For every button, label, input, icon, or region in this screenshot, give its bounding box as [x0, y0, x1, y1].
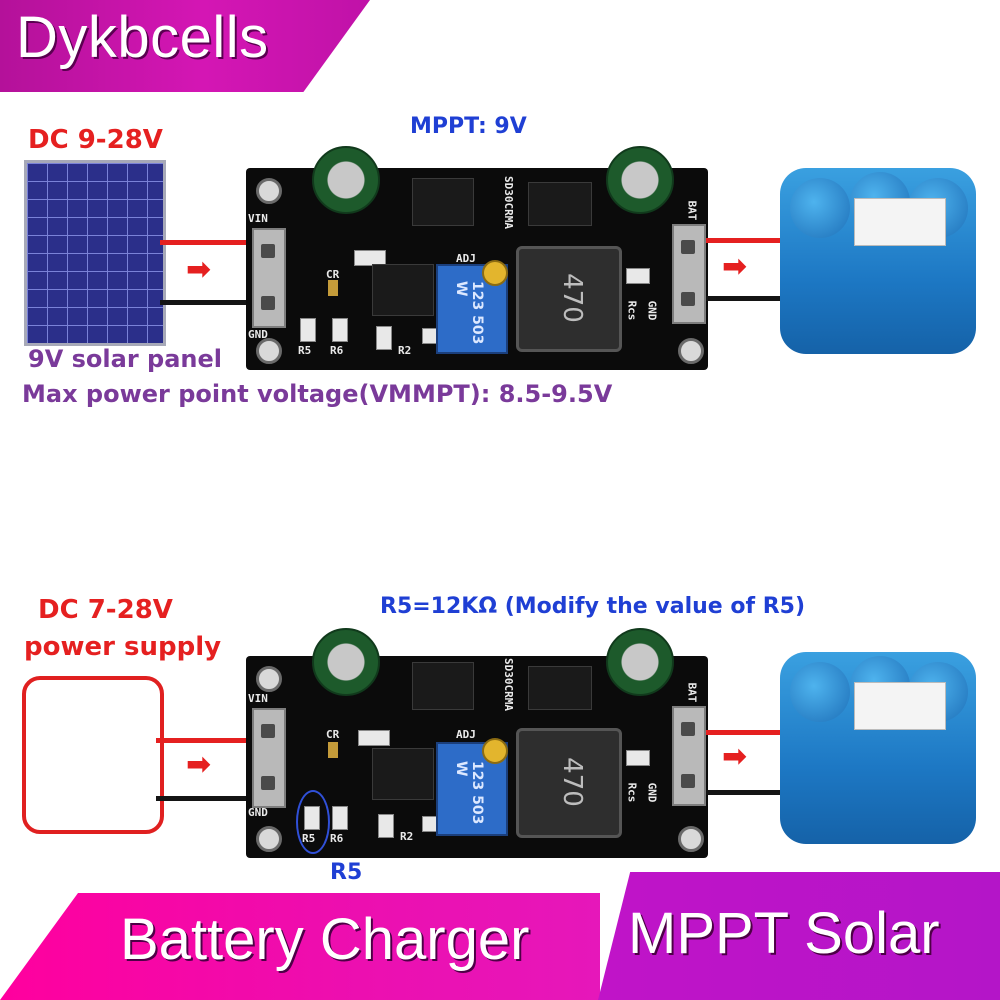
rcs-label: Rcs — [625, 782, 639, 803]
ic-chip — [412, 662, 474, 710]
vin-label: VIN — [248, 212, 268, 225]
gnd-label: GND — [248, 328, 268, 341]
bat-label: BAT — [685, 682, 699, 703]
ic-chip — [372, 748, 434, 800]
resistor-r6 — [332, 806, 348, 830]
wire-positive — [706, 238, 796, 243]
r5-note: R5=12KΩ (Modify the value of R5) — [380, 594, 806, 619]
vmppt-caption: Max power point voltage(VMMPT): 8.5-9.5V — [22, 380, 613, 408]
inductor-marking: 470 — [556, 273, 587, 323]
cr-label: CR — [326, 728, 340, 741]
wire-negative — [156, 796, 250, 801]
r2-label: R2 — [400, 830, 414, 843]
footer-banner-right — [598, 872, 1000, 1000]
r6-label: R6 — [330, 344, 344, 357]
inductor: 470 — [516, 246, 622, 352]
wire-positive — [706, 730, 796, 735]
r6-label: R6 — [330, 832, 344, 845]
power-supply-box — [22, 676, 164, 834]
pot-knob-icon — [482, 260, 508, 286]
r5-highlight-circle — [296, 790, 330, 854]
ic-chip — [372, 264, 434, 316]
arrow-right-icon: ➡ — [186, 252, 212, 287]
smd-component — [358, 730, 390, 746]
inductor: 470 — [516, 728, 622, 838]
panel-caption: 9V solar panel — [28, 345, 222, 373]
wire-positive — [160, 240, 250, 245]
arrow-right-icon: ➡ — [722, 249, 748, 284]
adj-label: ADJ — [456, 728, 476, 741]
r5-callout: R5 — [330, 860, 363, 885]
smd-component — [376, 326, 392, 350]
chip-marking: SD30CRMA — [501, 658, 515, 711]
output-terminal — [672, 224, 706, 324]
pot-knob-icon — [482, 738, 508, 764]
input-terminal — [252, 228, 286, 328]
arrow-right-icon: ➡ — [722, 739, 748, 774]
top-input-voltage: DC 9-28V — [28, 125, 163, 155]
cr-label: CR — [326, 268, 340, 281]
capacitor-icon — [312, 628, 380, 696]
smd-component — [354, 250, 386, 266]
wire-negative — [160, 300, 250, 305]
inductor-marking: 470 — [556, 757, 587, 807]
wire-negative — [706, 296, 788, 301]
mount-hole-icon — [256, 338, 282, 364]
brand-name: Dykbcells — [16, 5, 269, 70]
mount-hole-icon — [256, 666, 282, 692]
battery-pack-image — [780, 168, 976, 354]
charger-board: VIN GND CR SD30CRMA R5 R6 R2 ADJ 123 503… — [246, 146, 708, 370]
battery-label-sticker — [854, 682, 946, 730]
diode-chip — [528, 666, 592, 710]
led-icon — [328, 280, 338, 296]
smd-component — [626, 268, 650, 284]
mppt-label: MPPT: 9V — [410, 114, 527, 139]
wire-negative — [706, 790, 788, 795]
smd-component — [626, 750, 650, 766]
resistor-r5 — [300, 318, 316, 342]
brand-banner — [0, 0, 370, 92]
bottom-input-voltage: DC 7-28V — [38, 595, 173, 625]
output-terminal — [672, 706, 706, 806]
r2-label: R2 — [398, 344, 412, 357]
supply-label: power supply — [24, 632, 222, 662]
potentiometer[interactable]: 123 503 W — [436, 738, 508, 836]
mount-hole-icon — [678, 826, 704, 852]
ic-chip — [412, 178, 474, 226]
adj-label: ADJ — [456, 252, 476, 265]
pot-code: 123 503 W — [453, 281, 485, 345]
gnd-label: GND — [248, 806, 268, 819]
gnd-out-label: GND — [645, 300, 659, 321]
led-icon — [328, 742, 338, 758]
solar-panel-image — [24, 160, 166, 346]
battery-pack-image — [780, 652, 976, 844]
mount-hole-icon — [256, 178, 282, 204]
capacitor-icon — [606, 146, 674, 214]
mount-hole-icon — [678, 338, 704, 364]
vin-label: VIN — [248, 692, 268, 705]
footer-title-right: MPPT Solar — [628, 901, 940, 966]
bat-label: BAT — [685, 200, 699, 221]
resistor-r6 — [332, 318, 348, 342]
capacitor-icon — [312, 146, 380, 214]
smd-component — [378, 814, 394, 838]
diode-chip — [528, 182, 592, 226]
input-terminal — [252, 708, 286, 808]
capacitor-icon — [606, 628, 674, 696]
potentiometer[interactable]: 123 503 W — [436, 260, 508, 354]
chip-marking: SD30CRMA — [501, 176, 515, 229]
footer-title-left: Battery Charger — [120, 907, 530, 972]
mount-hole-icon — [256, 826, 282, 852]
footer-banner-left — [0, 893, 600, 1000]
arrow-right-icon: ➡ — [186, 747, 212, 782]
gnd-out-label: GND — [645, 782, 659, 803]
r5-label: R5 — [298, 344, 312, 357]
battery-label-sticker — [854, 198, 946, 246]
pot-code: 123 503 W — [453, 761, 485, 825]
rcs-label: Rcs — [625, 300, 639, 321]
wire-positive — [156, 738, 250, 743]
